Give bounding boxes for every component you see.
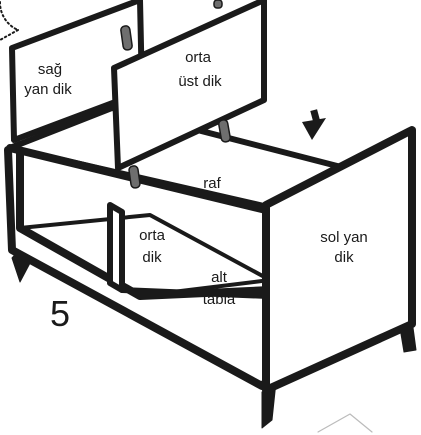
middle-top-panel [111,0,267,171]
label-orta-ust-dik-2: üst dik [178,73,222,90]
dowel-icon [218,119,231,143]
label-sol-yan-dik-2: dik [334,249,354,266]
middle-divider [107,202,125,293]
left-side-panel [262,126,416,394]
detail-circle [0,1,19,41]
down-arrow-icon [302,109,326,140]
label-sag-yan-dik-2: yan dik [24,81,72,98]
step-number: 5 [50,293,70,334]
label-alt-tabla-1: alt [211,269,228,286]
dowel-icon [128,165,141,189]
label-orta-ust-dik-1: orta [185,49,212,66]
label-sag-yan-dik-1: sağ [38,61,62,78]
label-sol-yan-dik-1: sol yan [320,229,368,246]
dowel-icon [213,0,223,9]
label-raf: raf [203,175,221,192]
label-alt-tabla-2: tabla [203,291,236,308]
dowel-icon [120,25,133,51]
label-orta-dik-1: orta [139,227,166,244]
detail-outline [317,413,373,433]
label-orta-dik-2: dik [142,249,162,266]
